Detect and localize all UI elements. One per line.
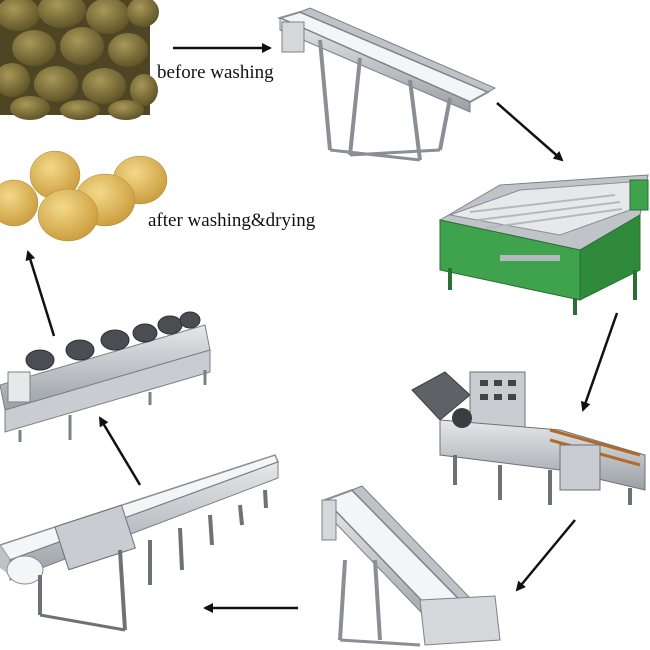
picking-belt-conveyor: [0, 454, 280, 632]
before-washing-caption: before washing: [157, 62, 274, 83]
flow-arrow-7: [25, 250, 56, 337]
inclined-elevator-conveyor-2: [321, 485, 501, 647]
after-washing-drying-caption: after washing&drying: [148, 210, 316, 231]
air-drying-machine: [0, 311, 211, 442]
flow-arrow-4: [515, 519, 576, 592]
flow-arrow-6: [98, 416, 142, 486]
brush-washing-peeling-machine: [438, 174, 649, 315]
flow-arrow-3: [580, 312, 619, 412]
clean-potatoes-photo: [0, 150, 168, 242]
flow-arrow-2: [496, 102, 564, 162]
bubble-washing-machine: [411, 371, 646, 505]
raw-potatoes-photo: [0, 0, 159, 120]
inclined-elevator-conveyor-1: [277, 7, 497, 162]
